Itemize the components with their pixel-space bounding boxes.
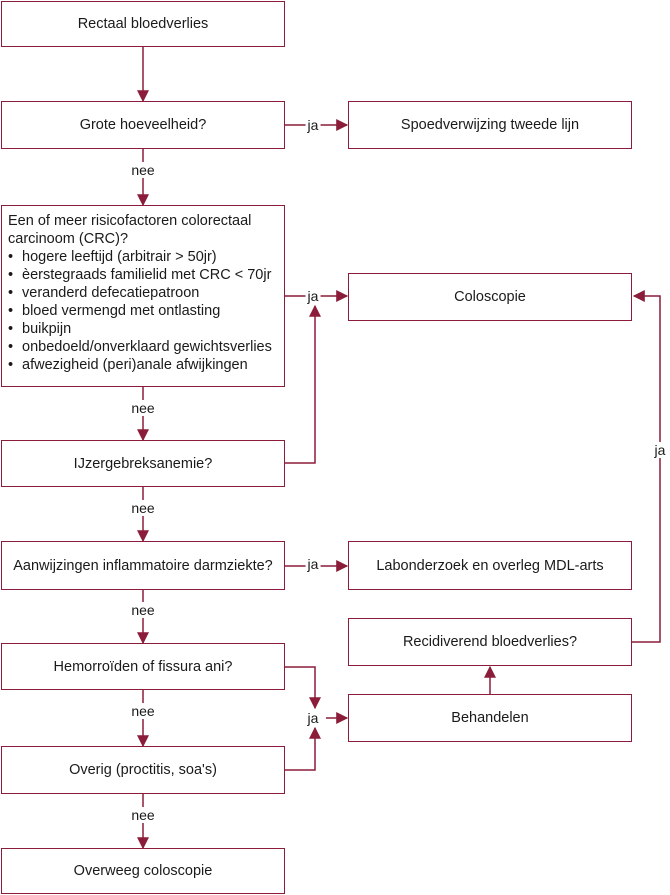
box-recidief-text: Recidiverend bloedverlies? <box>402 634 578 650</box>
box-hemorroiden-text: Hemorroïden of fissura ani? <box>53 658 233 675</box>
box-hemorroiden: Hemorroïden of fissura ani? <box>1 643 285 690</box>
arrow-recidief-coloscopie <box>632 290 661 643</box>
label-ja-behandelen: ja <box>305 710 321 726</box>
box-recidiverend-bloedverlies: Recidiverend bloedverlies? <box>348 618 632 666</box>
risicofactoren-content: Een of meer risicofactoren colorectaal c… <box>8 212 278 374</box>
label-nee-risico: nee <box>129 400 157 416</box>
box-overweeg-coloscopie: Overweeg coloscopie <box>1 848 285 894</box>
box-inflammatoire-darmziekte: Aanwijzingen inflammatoire darmziekte? <box>1 541 285 590</box>
risicofactor-item: bloed vermengd met ontlasting <box>8 302 278 320</box>
risicofactoren-title: Een of meer risicofactoren colorectaal c… <box>8 213 252 247</box>
label-nee-overig: nee <box>129 807 157 823</box>
box-overig-text: Overig (proctitis, soa's) <box>69 762 217 778</box>
label-ja-ibd: ja <box>305 556 321 572</box>
box-spoed-text: Spoedverwijzing tweede lijn <box>400 117 580 133</box>
label-nee-hemorroiden: nee <box>129 703 157 719</box>
box-coloscopie: Coloscopie <box>348 273 632 321</box>
box-rectaal-bloedverlies: Rectaal bloedverlies <box>1 1 285 47</box>
box-ibd-text: Aanwijzingen inflammatoire darmziekte? <box>13 557 273 574</box>
box-labonderzoek: Labonderzoek en overleg MDL-arts <box>348 541 632 590</box>
arrow-overig-ja <box>285 726 321 771</box>
label-nee-ibd: nee <box>129 602 157 618</box>
box-behandelen: Behandelen <box>348 694 632 742</box>
box-labo-text: Labonderzoek en overleg MDL-arts <box>376 557 604 574</box>
box-overweeg-text: Overweeg coloscopie <box>73 863 213 879</box>
box-ijzer-text: IJzergebreksanemie? <box>73 455 213 472</box>
label-nee-ijzer: nee <box>129 500 157 516</box>
label-ja-recidief: ja <box>652 442 668 458</box>
box-risicofactoren: Een of meer risicofactoren colorectaal c… <box>1 205 285 387</box>
arrow-hemorroiden-ja <box>285 666 321 710</box>
box-overig: Overig (proctitis, soa's) <box>1 746 285 794</box>
box-grote-hoeveelheid: Grote hoeveelheid? <box>1 101 285 149</box>
box-ijzergebreksanemie: IJzergebreksanemie? <box>1 440 285 487</box>
risicofactor-item: hogere leeftijd (arbitrair > 50jr) <box>8 248 278 266</box>
risicofactor-item: afwezigheid (peri)anale afwijkingen <box>8 356 278 374</box>
risicofactor-item: buikpijn <box>8 320 278 338</box>
box-coloscopie-text: Coloscopie <box>454 289 526 305</box>
label-ja-grote: ja <box>305 117 321 133</box>
box-grote-text: Grote hoeveelheid? <box>79 117 207 133</box>
box-rectaal-text: Rectaal bloedverlies <box>77 16 209 32</box>
box-spoedverwijzing: Spoedverwijzing tweede lijn <box>348 101 632 149</box>
label-ja-risico: ja <box>305 288 321 304</box>
risicofactor-item: èerstegraads familielid met CRC < 70jr <box>8 266 278 284</box>
arrow-ijzer-ja <box>285 304 321 464</box>
risicofactor-item: veranderd defecatiepatroon <box>8 284 278 302</box>
label-nee-grote: nee <box>129 162 157 178</box>
risicofactoren-list: hogere leeftijd (arbitrair > 50jr) èerst… <box>8 248 278 374</box>
risicofactor-item: onbedoeld/onverklaard gewichtsverlies <box>8 338 278 356</box>
box-behandelen-text: Behandelen <box>451 710 529 726</box>
